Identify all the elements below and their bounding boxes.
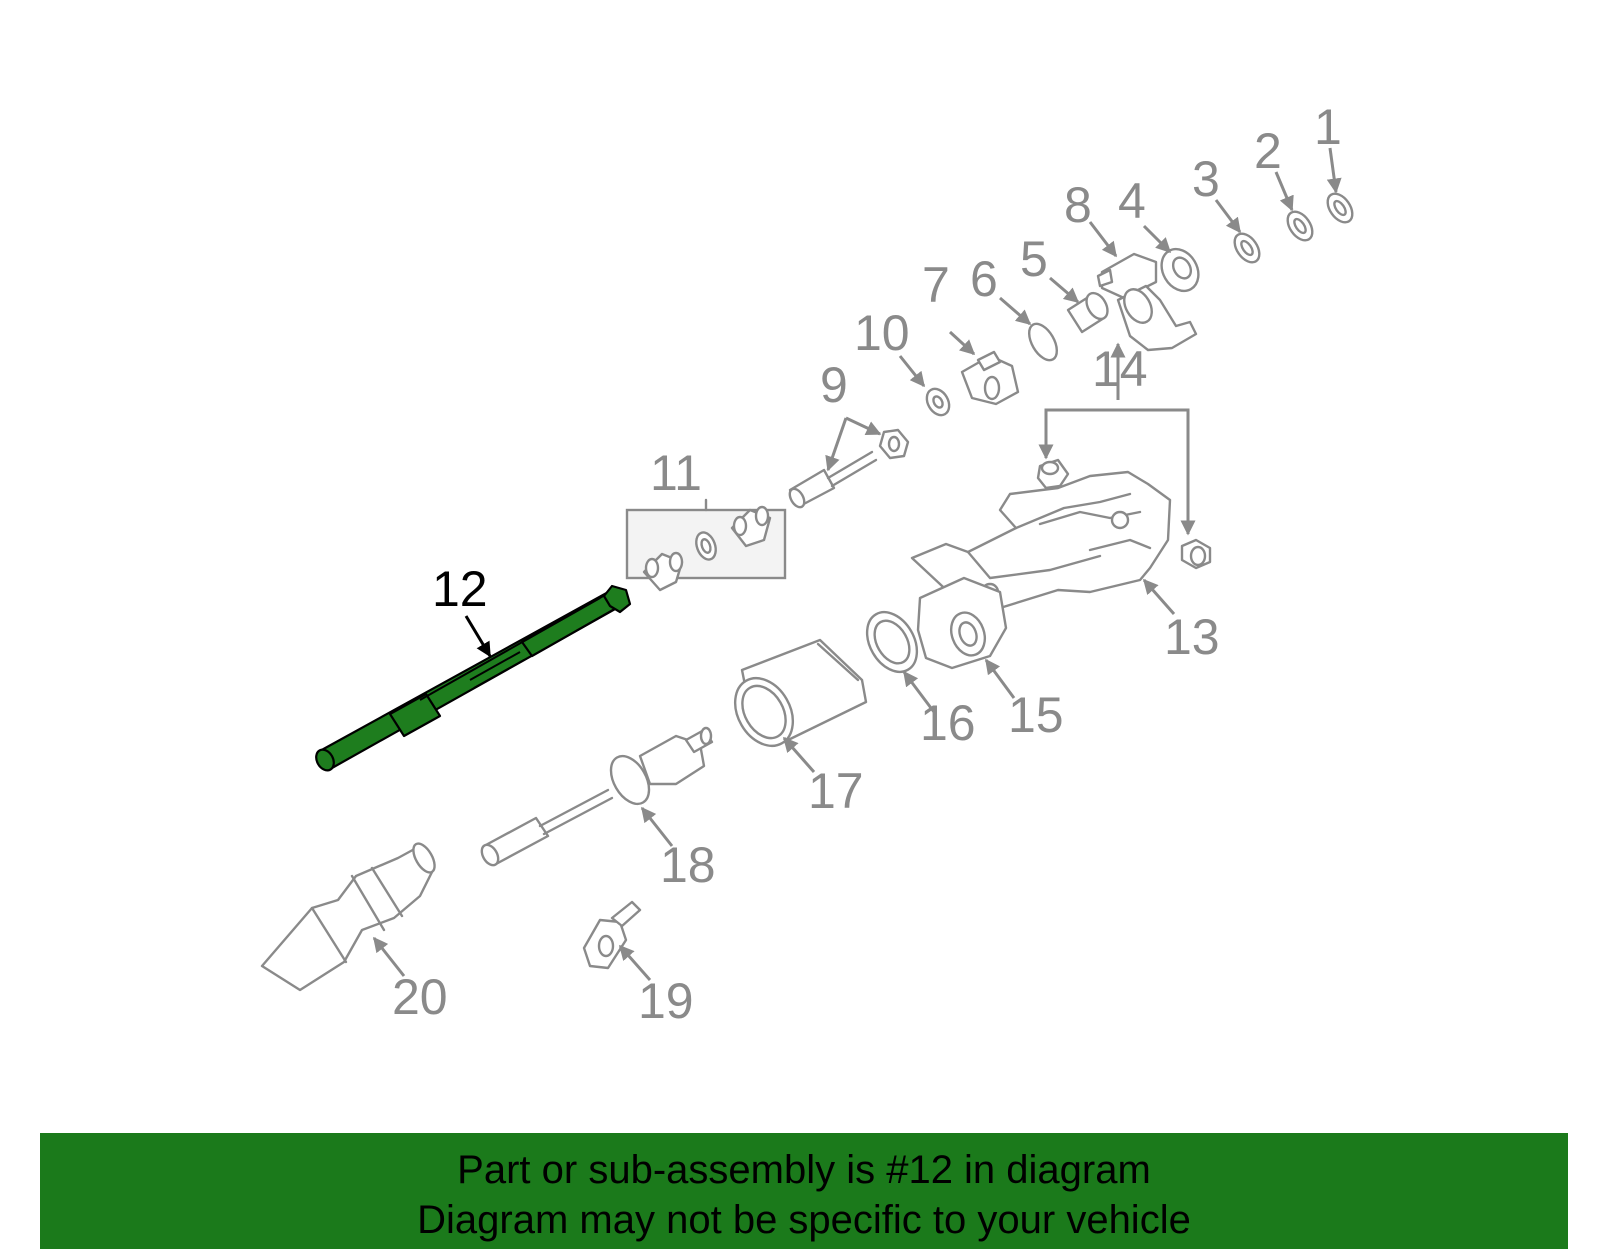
callout-15: 15 xyxy=(1008,687,1064,743)
callout-20: 20 xyxy=(392,969,448,1025)
callout-7: 7 xyxy=(922,257,950,313)
callout-3: 3 xyxy=(1192,151,1220,207)
part-7-lock-housing xyxy=(960,350,1020,406)
part-4-bushing xyxy=(1160,247,1200,293)
callout-19: 19 xyxy=(638,973,694,1029)
callout-5: 5 xyxy=(1020,231,1048,287)
part-16-seal-ring xyxy=(865,610,919,674)
callout-11: 11 xyxy=(650,445,702,501)
part-12-steering-shaft xyxy=(315,584,632,772)
part-3-washer xyxy=(1233,232,1261,264)
callout-18: 18 xyxy=(660,837,716,893)
part-9-bolt-nut xyxy=(788,428,910,509)
leader-lines xyxy=(372,147,1342,981)
info-banner: Part or sub-assembly is #12 in diagram D… xyxy=(40,1133,1568,1249)
callout-9: 9 xyxy=(820,357,848,413)
part-5-sleeve xyxy=(1066,291,1109,334)
callout-8: 8 xyxy=(1064,177,1092,233)
callout-13: 13 xyxy=(1164,609,1220,665)
callout-4: 4 xyxy=(1118,173,1146,229)
part-1-washer xyxy=(1326,192,1354,224)
banner-line-1: Part or sub-assembly is #12 in diagram xyxy=(457,1148,1151,1192)
part-17-jacket-cover xyxy=(733,638,868,747)
part-18-intermediate-shaft xyxy=(480,726,714,867)
callout-2: 2 xyxy=(1254,123,1282,179)
part-10-washer xyxy=(925,387,951,417)
banner-line-2: Diagram may not be specific to your vehi… xyxy=(417,1198,1191,1242)
part-11-u-joint-kit xyxy=(625,498,787,592)
part-20-boot xyxy=(260,842,436,992)
callout-14: 14 xyxy=(1092,341,1148,397)
part-19-sensor xyxy=(582,900,642,970)
callout-1: 1 xyxy=(1314,99,1342,155)
callout-10: 10 xyxy=(854,305,910,361)
part-13-column-housing xyxy=(910,470,1172,614)
part-6-o-ring xyxy=(1027,322,1059,362)
callout-6: 6 xyxy=(970,251,998,307)
part-15-lower-housing xyxy=(916,576,1008,670)
callout-16: 16 xyxy=(920,695,976,751)
callout-12: 12 xyxy=(432,561,488,617)
part-14-bolts-bracket xyxy=(1036,284,1212,570)
callouts: 1 2 3 4 5 6 7 8 9 10 11 12 13 14 15 16 1… xyxy=(392,99,1342,1029)
callout-17: 17 xyxy=(808,763,864,819)
part-2-washer xyxy=(1286,210,1314,242)
parts-diagram: 1 2 3 4 5 6 7 8 9 10 11 12 13 14 15 16 1… xyxy=(260,99,1354,1029)
